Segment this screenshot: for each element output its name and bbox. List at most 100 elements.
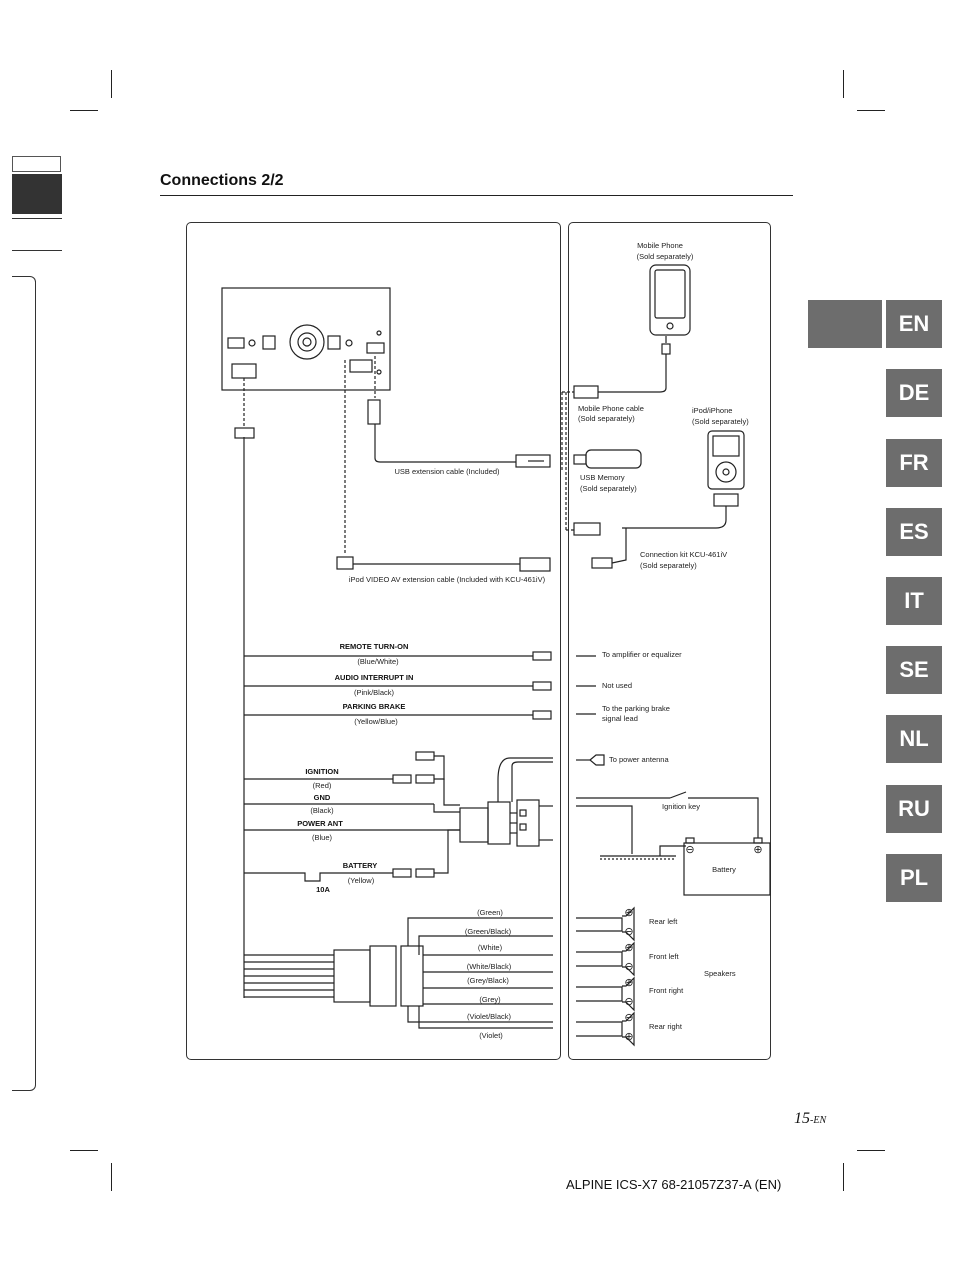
minus-icon: ⊖ — [624, 1012, 633, 1024]
mobile-cable-sub: (Sold separately) — [578, 414, 635, 423]
speaker-wire-color: (White) — [478, 943, 503, 952]
audio-dest: Not used — [602, 681, 632, 690]
language-tab-highlight — [808, 300, 882, 348]
crop-mark — [843, 70, 844, 98]
conn-kit-label: Connection kit KCU-461iV — [640, 550, 727, 559]
crop-mark — [857, 110, 885, 111]
usb-ext-label: USB extension cable (Included) — [394, 467, 500, 476]
head-unit-rear — [221, 287, 391, 391]
speakers-label: Speakers — [704, 969, 736, 978]
parking-dest-2: signal lead — [602, 714, 638, 723]
language-tab-se[interactable]: SE — [886, 646, 942, 694]
speaker-label: Rear left — [649, 917, 678, 926]
language-tab-nl[interactable]: NL — [886, 715, 942, 763]
plus-icon: ⊕ — [624, 907, 633, 919]
head-unit-panel — [186, 222, 561, 1060]
ipod-av-label: iPod VIDEO AV extension cable (Included … — [349, 575, 546, 584]
footer-doc-id: ALPINE ICS-X7 68-21057Z37-A (EN) — [566, 1177, 782, 1192]
plus-icon: ⊕ — [624, 977, 633, 989]
speaker-wire-color: (Grey/Black) — [467, 976, 509, 985]
speaker-wire-color: (Green) — [477, 908, 503, 917]
crop-mark — [111, 70, 112, 98]
audio-label: AUDIO INTERRUPT IN — [335, 673, 414, 682]
minus-icon: ⊖ — [624, 961, 633, 973]
language-tab-ru[interactable]: RU — [886, 785, 942, 833]
speaker-rear-left-icon — [622, 906, 635, 942]
conn-kit-usb-plug — [573, 522, 601, 536]
page-number: 15-EN — [794, 1110, 826, 1128]
language-tab-es[interactable]: ES — [886, 508, 942, 556]
crop-mark — [70, 1150, 98, 1151]
speaker-label: Rear right — [649, 1022, 683, 1031]
margin-rule — [12, 250, 62, 251]
crop-mark — [843, 1163, 844, 1191]
audio-color: (Pink/Black) — [354, 688, 395, 697]
ipod-label: iPod/iPhone — [692, 406, 732, 415]
usb-mem-sub: (Sold separately) — [580, 484, 637, 493]
mobile-cable-usb-plug — [573, 385, 599, 399]
speaker-label: Front right — [649, 986, 684, 995]
speaker-harness-connector — [333, 949, 371, 1003]
power-harness-connector — [459, 807, 489, 843]
speaker-wire-color: (White/Black) — [467, 962, 512, 971]
margin-tab-outline — [12, 156, 61, 172]
battery-wire-label: BATTERY — [343, 861, 378, 870]
mobile-phone-label: Mobile Phone — [637, 241, 683, 250]
speaker-wire-color: (Violet) — [479, 1031, 503, 1040]
speaker-rear-right-icon — [622, 1011, 635, 1047]
page-number-value: 15 — [794, 1110, 810, 1127]
battery-wire-color: (Yellow) — [348, 876, 375, 885]
ipod-icon — [707, 430, 745, 490]
ipod-sub: (Sold separately) — [692, 417, 749, 426]
mobile-phone-sub: (Sold separately) — [637, 252, 694, 261]
plus-icon: ⊕ — [624, 942, 633, 954]
speaker-label: Front left — [649, 952, 680, 961]
language-tab-pl[interactable]: PL — [886, 854, 942, 902]
remote-label: REMOTE TURN-ON — [340, 642, 409, 651]
mobile-cable-label: Mobile Phone cable — [578, 404, 644, 413]
minus-icon: ⊖ — [624, 996, 633, 1008]
remote-dest: To amplifier or equalizer — [602, 650, 682, 659]
ignition-key-label: Ignition key — [662, 802, 700, 811]
plus-icon: ⊕ — [753, 844, 762, 856]
ignition-label: IGNITION — [305, 767, 338, 776]
remote-color: (Blue/White) — [357, 657, 399, 666]
usb-mem-label: USB Memory — [580, 473, 625, 482]
title-rule — [160, 195, 793, 196]
minus-icon: ⊖ — [685, 844, 694, 856]
parking-dest-1: To the parking brake — [602, 704, 670, 713]
mobile-phone-icon — [649, 264, 691, 336]
language-tab-it[interactable]: IT — [886, 577, 942, 625]
power-ant-color: (Blue) — [312, 833, 333, 842]
power-ant-label: POWER ANT — [297, 819, 343, 828]
page-number-suffix: -EN — [810, 1115, 827, 1126]
language-tab-en[interactable]: EN — [886, 300, 942, 348]
battery-label: Battery — [712, 865, 736, 874]
parking-color: (Yellow/Blue) — [354, 717, 398, 726]
speaker-wire-color: (Grey) — [479, 995, 501, 1004]
external-devices-panel — [568, 222, 771, 1060]
ignition-color: (Red) — [313, 781, 332, 790]
language-tab-de[interactable]: DE — [886, 369, 942, 417]
parking-label: PARKING BRAKE — [343, 702, 406, 711]
battery-icon — [683, 842, 771, 896]
speaker-wire-color: (Violet/Black) — [467, 1012, 512, 1021]
gnd-color: (Black) — [310, 806, 334, 815]
crop-mark — [70, 110, 98, 111]
language-tab-fr[interactable]: FR — [886, 439, 942, 487]
margin-bracket — [12, 276, 36, 1091]
speaker-wire-color: (Green/Black) — [465, 927, 512, 936]
speaker-front-right-icon — [622, 976, 635, 1012]
crop-mark — [111, 1163, 112, 1191]
speaker-front-left-icon — [622, 941, 635, 977]
margin-tab-block — [12, 174, 62, 214]
cooling-fan-icon — [289, 324, 325, 360]
plus-icon: ⊕ — [624, 1031, 633, 1043]
gnd-label: GND — [314, 793, 331, 802]
usb-memory-icon — [585, 449, 642, 469]
power-antenna-label: To power antenna — [609, 755, 669, 764]
conn-kit-sub: (Sold separately) — [640, 561, 697, 570]
fuse-label: 10A — [316, 885, 330, 894]
minus-icon: ⊖ — [624, 926, 633, 938]
